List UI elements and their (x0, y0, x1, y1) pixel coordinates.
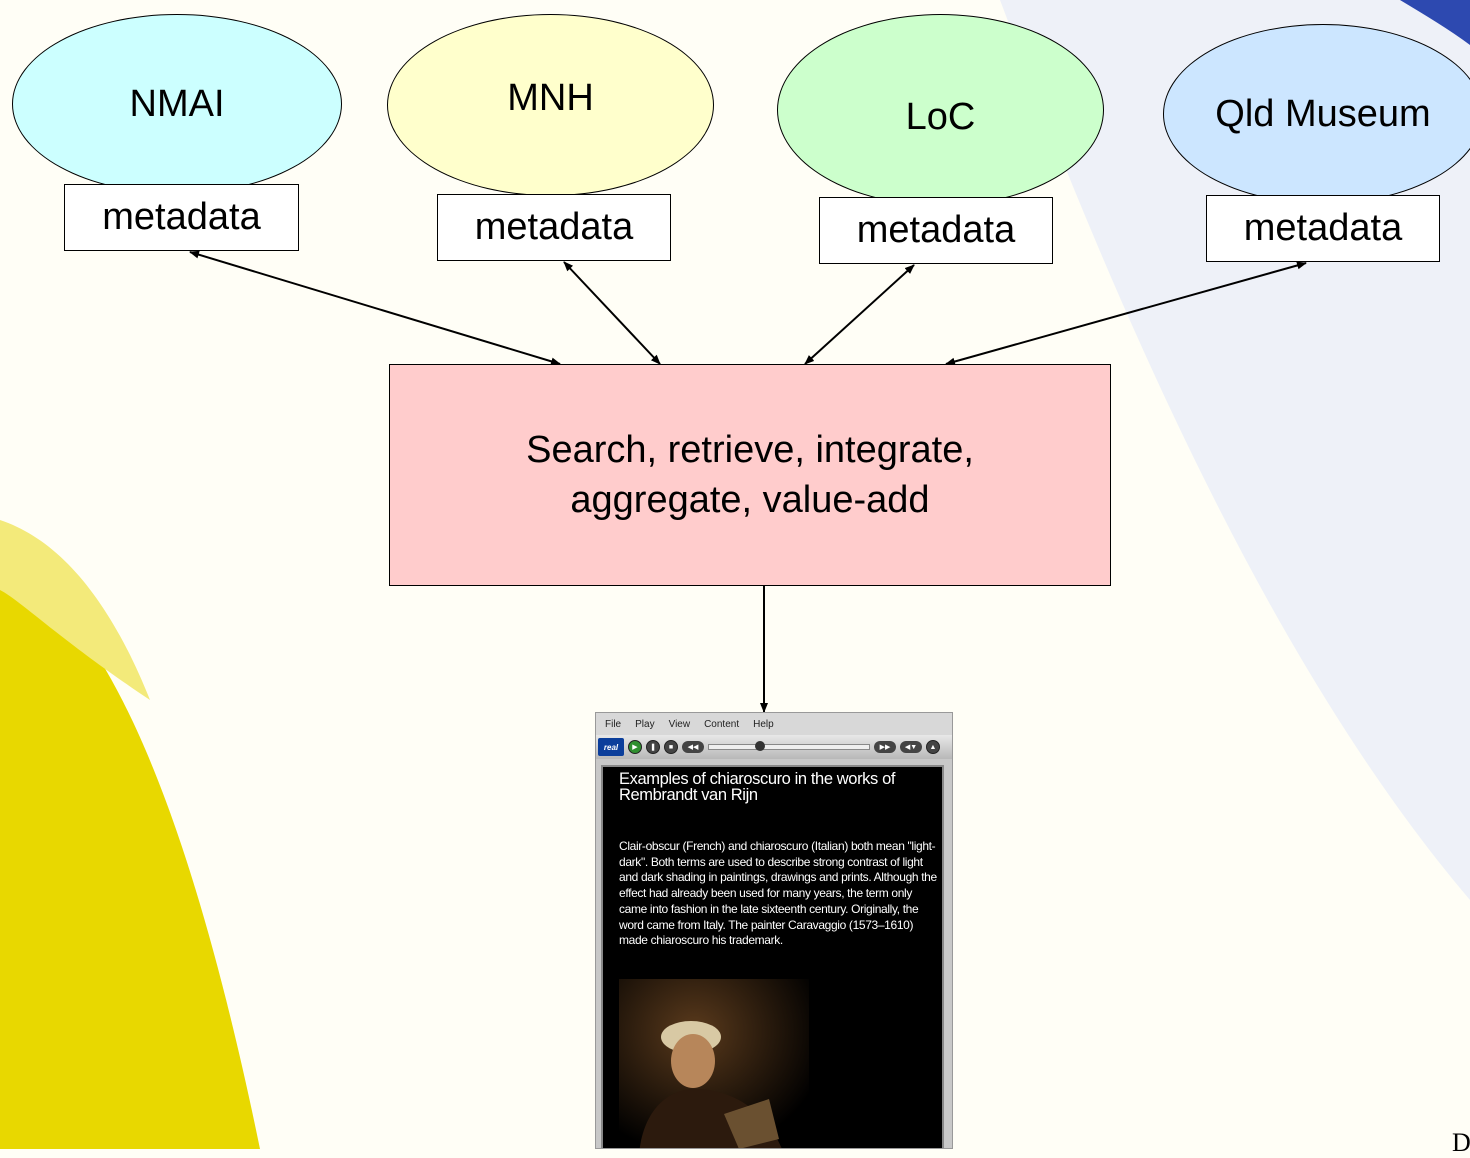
pause-icon[interactable]: ❚ (646, 740, 660, 754)
source-nmai: NMAI (12, 14, 342, 194)
metadata-box-mnh: metadata (437, 194, 671, 261)
menu-play[interactable]: Play (635, 718, 655, 730)
process-line-1: Search, retrieve, integrate, (526, 429, 974, 471)
expand-icon[interactable]: ▲ (926, 740, 940, 754)
yellow-swoosh-highlight (0, 520, 150, 700)
seek-slider[interactable] (708, 741, 870, 751)
yellow-swoosh (0, 560, 260, 1149)
metadata-label: metadata (1243, 207, 1403, 249)
metadata-box-qld: metadata (1206, 195, 1440, 262)
arrow-qld (945, 261, 1307, 366)
content-body: Clair-obscur (French) and chiaroscuro (I… (619, 839, 937, 948)
menu-view[interactable]: View (668, 718, 691, 730)
player-content: Examples of chiaroscuro in the works of … (601, 765, 944, 1148)
source-qld-museum: Qld Museum (1163, 24, 1470, 204)
metadata-label: metadata (474, 206, 634, 248)
rewind-icon[interactable]: ◀◀ (682, 741, 704, 753)
play-icon[interactable]: ▶ (628, 740, 642, 754)
content-title: Examples of chiaroscuro in the works of … (619, 770, 896, 804)
menu-file[interactable]: File (605, 718, 622, 730)
process-line-2: aggregate, value-add (570, 479, 930, 521)
source-label: Qld Museum (1215, 92, 1431, 135)
process-box: Search, retrieve, integrate, aggregate, … (389, 364, 1111, 586)
arrow-mnh (563, 261, 661, 365)
menu-content[interactable]: Content (704, 718, 740, 730)
real-logo: real (598, 738, 624, 756)
menu-help[interactable]: Help (753, 718, 774, 730)
media-player-window: File Play View Content Help real ▶ ❚ ■ ◀… (595, 712, 953, 1149)
source-label: NMAI (129, 82, 225, 125)
source-label: MNH (507, 76, 594, 119)
arrow-loc (804, 264, 915, 365)
blue-corner (1400, 0, 1470, 45)
metadata-box-loc: metadata (819, 197, 1053, 264)
player-toolbar: real ▶ ❚ ■ ◀◀ ▶▶ ◀▼ ▲ (596, 735, 952, 759)
metadata-box-nmai: metadata (64, 184, 299, 251)
source-label: LoC (905, 95, 976, 138)
corner-text: D (1452, 1128, 1470, 1157)
volume-icon[interactable]: ◀▼ (900, 741, 922, 753)
player-menubar: File Play View Content Help (596, 713, 952, 735)
fast-forward-icon[interactable]: ▶▶ (874, 741, 896, 753)
arrow-nmai (189, 250, 561, 366)
metadata-label: metadata (856, 209, 1016, 251)
seek-knob[interactable] (755, 741, 765, 751)
stop-icon[interactable]: ■ (664, 740, 678, 754)
metadata-label: metadata (102, 196, 261, 238)
source-loc: LoC (777, 14, 1104, 206)
rembrandt-portrait-image (619, 979, 809, 1148)
source-mnh: MNH (387, 14, 714, 196)
